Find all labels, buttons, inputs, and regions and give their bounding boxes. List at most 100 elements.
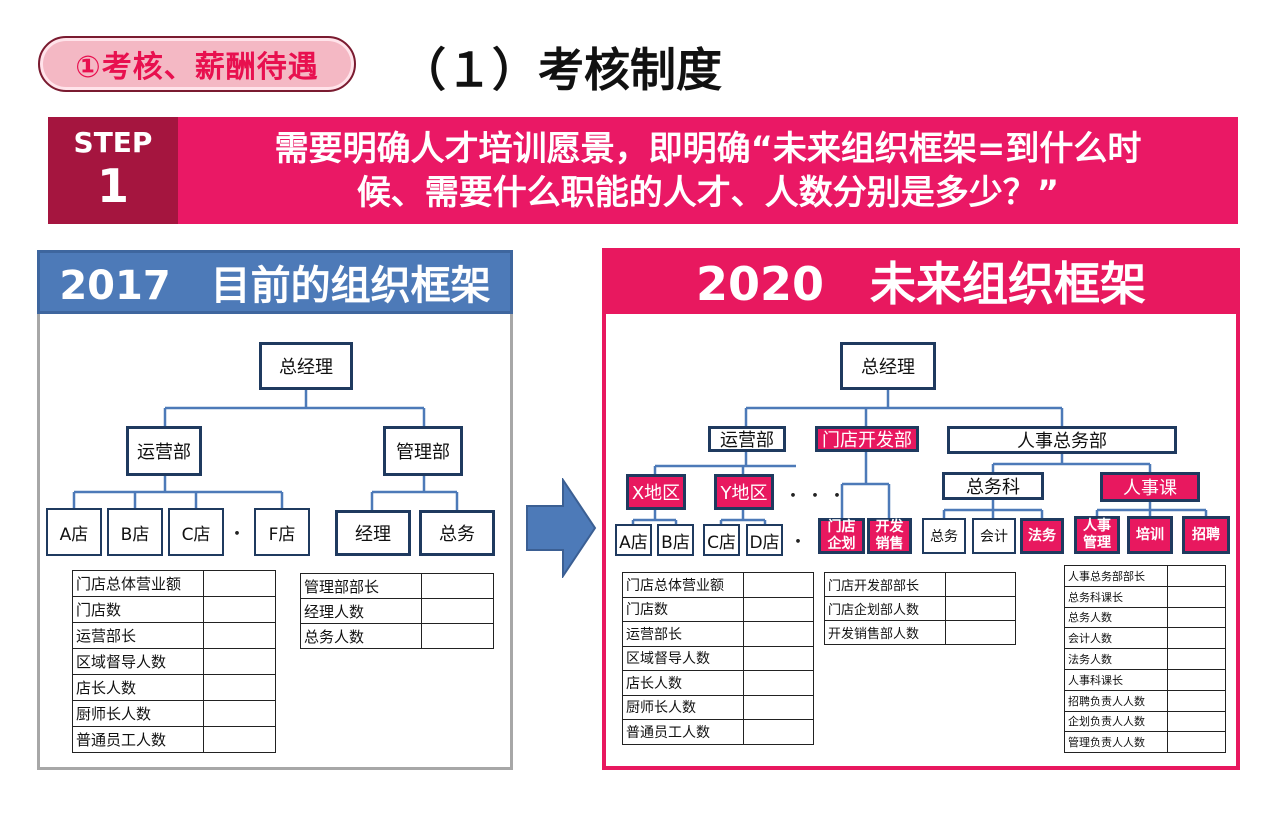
table-cell: 法务人数 — [1064, 648, 1168, 670]
table-cell — [945, 596, 1016, 621]
step-number: 1 — [96, 159, 129, 213]
table-cell — [203, 622, 276, 649]
table-cell: 总务人数 — [1064, 606, 1168, 629]
table-cell — [743, 645, 814, 671]
table-cell: 总务科课长 — [1064, 585, 1168, 608]
left-ceo-node: 总经理 — [259, 342, 353, 390]
step-banner: 需要明确人才培训愿景，即明确“未来组织框架=到什么时 候、需要什么职能的人才、人… — [178, 117, 1238, 224]
right-ga-section-node: 总务科 — [942, 472, 1044, 500]
table-cell: 门店企划部人数 — [824, 596, 946, 621]
table-cell — [743, 596, 814, 622]
table-cell: 店长人数 — [72, 674, 204, 701]
table-cell — [743, 719, 814, 745]
table-cell — [421, 598, 494, 624]
table-cell — [1167, 627, 1226, 650]
right-dev-table: 门店开发部部长 门店企划部人数 开发销售部人数 — [824, 572, 1016, 645]
table-cell — [203, 648, 276, 675]
right-ceo-node: 总经理 — [840, 342, 936, 390]
table-cell: 门店总体营业额 — [622, 572, 744, 598]
table-cell: 人事科课长 — [1064, 668, 1168, 691]
left-mgmt-node: 管理部 — [383, 426, 463, 476]
right-region-ellipsis: ・・・ — [784, 486, 850, 507]
right-hr-mgmt-node: 人事 管理 — [1074, 516, 1120, 554]
right-region-x: X地区 — [626, 474, 686, 510]
table-cell: 开发销售部人数 — [824, 620, 946, 645]
table-cell: 招聘负责人人数 — [1064, 689, 1168, 712]
left-store-c: C店 — [168, 508, 224, 556]
table-cell: 区域督导人数 — [622, 645, 744, 671]
right-store-a: A店 — [615, 524, 652, 556]
left-store-b: B店 — [107, 508, 163, 556]
table-cell: 门店总体营业额 — [72, 570, 204, 597]
right-hr-table: 人事总务部部长 总务科课长 总务人数 会计人数 法务人数 人事科课长 招聘负责人… — [1064, 565, 1226, 754]
table-cell: 普通员工人数 — [72, 726, 204, 753]
page-title: （１）考核制度 — [400, 43, 722, 97]
table-cell — [1167, 585, 1226, 608]
right-ops-table: 门店总体营业额 门店数 运营部长 区域督导人数 店长人数 厨师长人数 普通员工人… — [622, 572, 814, 745]
table-cell — [1167, 689, 1226, 712]
table-cell — [1167, 565, 1226, 587]
table-cell — [203, 674, 276, 701]
table-cell — [203, 596, 276, 623]
table-cell — [743, 572, 814, 598]
right-store-c: C店 — [703, 524, 740, 556]
current-org-heading: 2017 目前的组织框架 — [37, 250, 513, 314]
table-cell — [203, 700, 276, 727]
right-hr-ga-node: 人事总务部 — [947, 426, 1177, 454]
table-cell: 经理人数 — [300, 598, 422, 624]
table-cell: 门店数 — [622, 596, 744, 622]
table-cell — [945, 620, 1016, 645]
left-store-f: F店 — [254, 508, 310, 556]
table-cell: 厨师长人数 — [72, 700, 204, 727]
right-ga-node: 总务 — [922, 518, 966, 554]
table-cell: 运营部长 — [72, 622, 204, 649]
table-cell — [743, 670, 814, 696]
table-cell: 管理部部长 — [300, 573, 422, 599]
future-org-heading: 2020 未来组织框架 — [602, 248, 1240, 314]
table-cell — [743, 694, 814, 720]
table-cell: 总务人数 — [300, 623, 422, 649]
step-box: STEP 1 — [48, 117, 178, 224]
table-cell: 会计人数 — [1064, 627, 1168, 650]
left-store-a: A店 — [46, 508, 102, 556]
banner-line-2: 候、需要什么职能的人才、人数分别是多少？” — [356, 173, 1060, 213]
table-cell: 店长人数 — [622, 670, 744, 696]
table-cell: 管理负责人人数 — [1064, 731, 1168, 754]
right-dev-sales-node: 开发 销售 — [867, 518, 912, 554]
right-store-planning-node: 门店 企划 — [818, 518, 865, 554]
right-legal-node: 法务 — [1020, 518, 1064, 554]
table-cell — [421, 623, 494, 649]
right-recruiting-node: 招聘 — [1182, 516, 1230, 554]
table-cell: 普通员工人数 — [622, 719, 744, 745]
table-cell — [1167, 710, 1226, 733]
right-region-y: Y地区 — [714, 474, 774, 510]
table-cell — [1167, 731, 1226, 754]
right-training-node: 培训 — [1127, 516, 1173, 554]
right-accounting-node: 会计 — [972, 518, 1016, 554]
table-cell — [203, 726, 276, 753]
table-cell — [1167, 606, 1226, 629]
banner-line-1: 需要明确人才培训愿景，即明确“未来组织框架=到什么时 — [274, 129, 1142, 169]
table-cell: 区域督导人数 — [72, 648, 204, 675]
right-store-d: D店 — [746, 524, 783, 556]
right-store-dev-node: 门店开发部 — [815, 426, 919, 452]
table-cell: 人事总务部部长 — [1064, 565, 1168, 587]
table-cell: 厨师长人数 — [622, 694, 744, 720]
table-cell — [743, 621, 814, 647]
table-cell — [1167, 668, 1226, 691]
table-cell: 门店开发部部长 — [824, 572, 946, 597]
left-mgmt-table: 管理部部长 经理人数 总务人数 — [300, 573, 494, 649]
left-ops-table: 门店总体营业额 门店数 运营部长 区域督导人数 店长人数 厨师长人数 普通员工人… — [72, 570, 276, 753]
table-cell — [945, 572, 1016, 597]
step-label: STEP — [73, 126, 153, 159]
table-cell: 运营部长 — [622, 621, 744, 647]
table-cell: 企划负责人人数 — [1064, 710, 1168, 733]
table-cell — [421, 573, 494, 599]
table-cell — [1167, 648, 1226, 670]
right-arrow-icon — [526, 478, 597, 578]
left-manager-node: 经理 — [335, 510, 411, 556]
right-hr-section-node: 人事课 — [1100, 472, 1200, 502]
table-cell: 门店数 — [72, 596, 204, 623]
left-ga-node: 总务 — [419, 510, 495, 556]
right-ops-node: 运营部 — [708, 426, 786, 452]
